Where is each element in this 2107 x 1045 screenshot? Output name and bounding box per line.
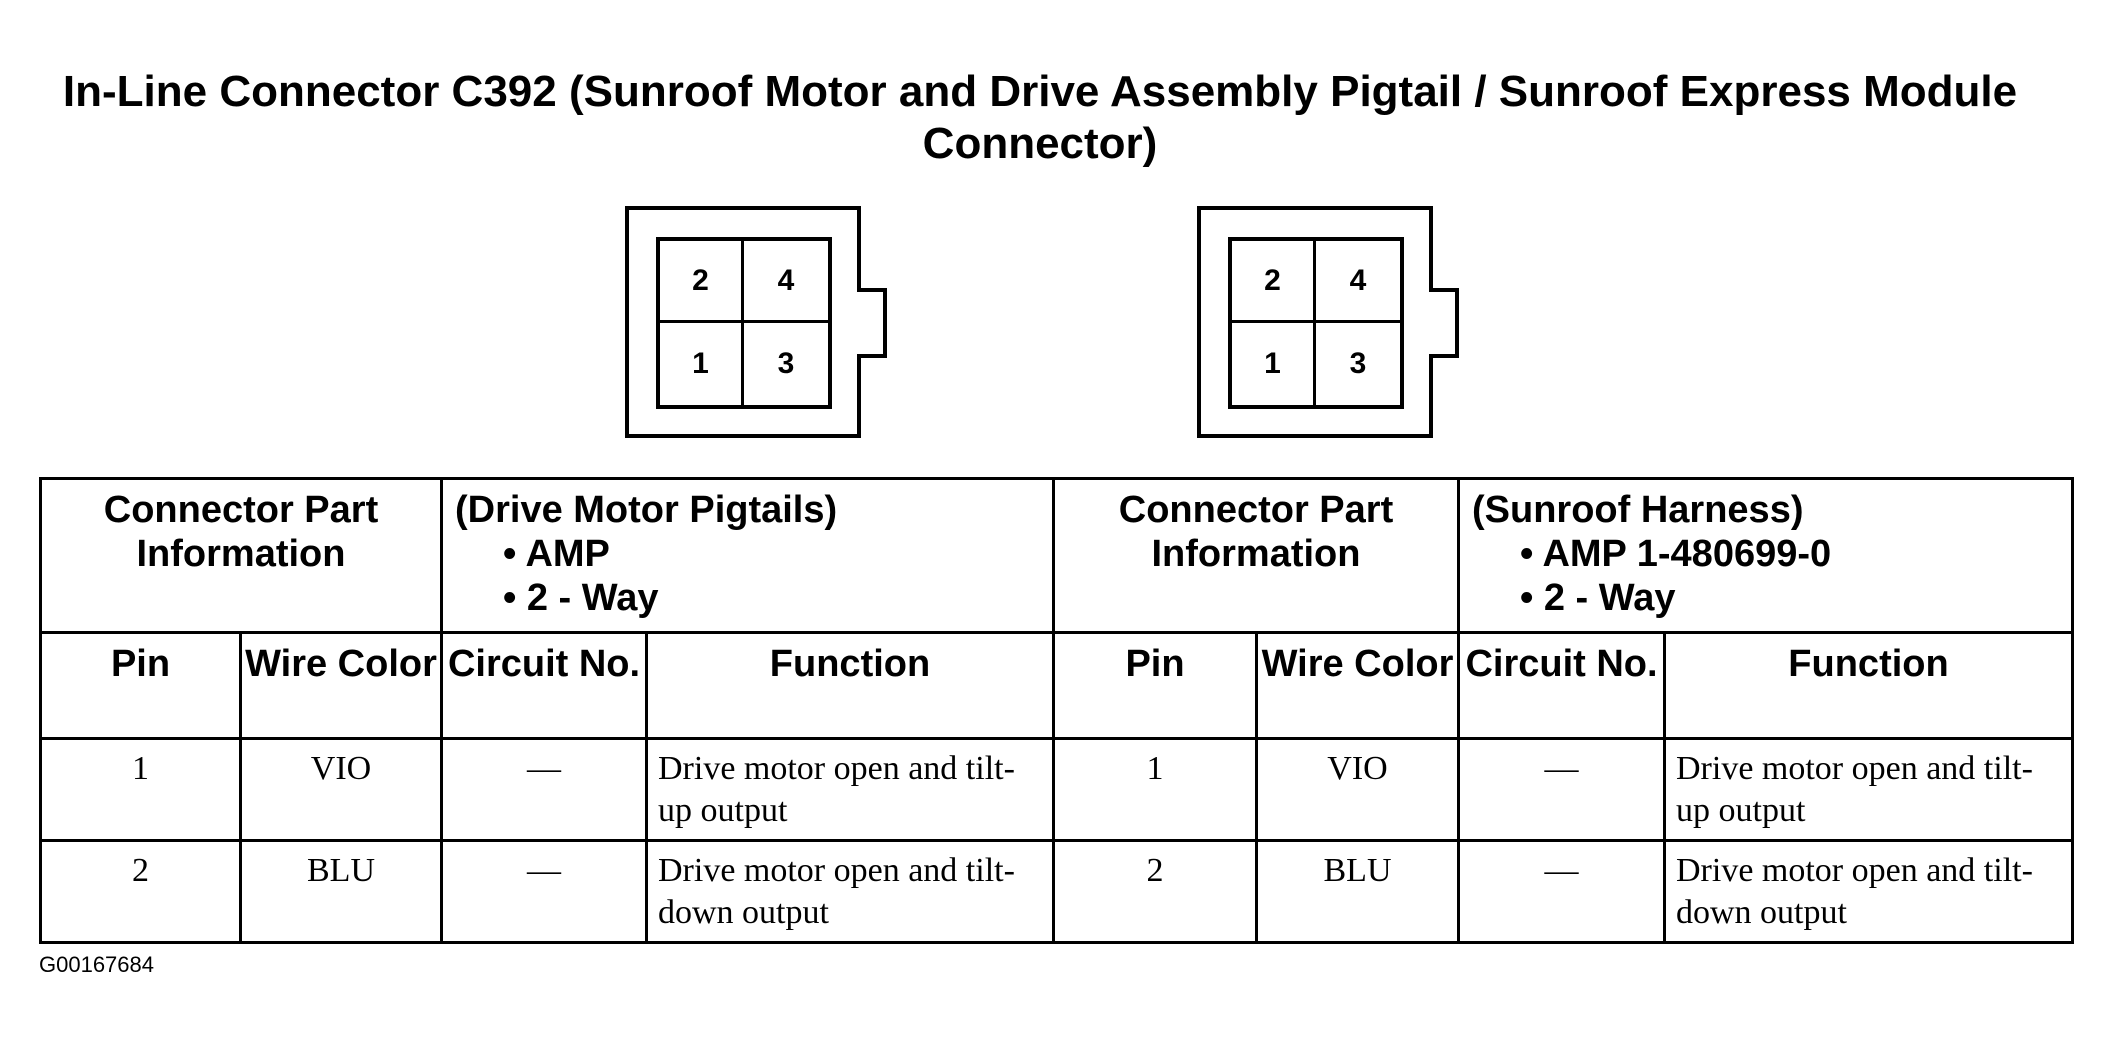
- pin-cavity-1: 1: [660, 323, 744, 405]
- pin-cavity-3: 3: [1349, 347, 1367, 380]
- connector-desc: (Sunroof Harness) • AMP 1-480699-0 • 2 -…: [1460, 480, 2071, 620]
- table-row: 2 BLU — Drive motor open and tilt-down o…: [39, 839, 2074, 944]
- connector-face-left: 2 4 1 3: [625, 206, 887, 438]
- col-header-wire-color: Wire Color: [245, 643, 437, 685]
- table-row: 1 VIO — Drive motor open and tilt-up out…: [39, 737, 2074, 842]
- pinout-table: Connector Part Information (Drive Motor …: [39, 477, 2074, 944]
- figure-id: G00167684: [39, 952, 154, 977]
- connector-desc-title: (Drive Motor Pigtails): [455, 489, 838, 531]
- cell-wire-color: BLU: [1323, 852, 1392, 889]
- col-header-circuit-no: Circuit No.: [447, 643, 641, 685]
- pin-cavity-4: 4: [1316, 241, 1400, 323]
- pin-cavity-grid: 2 4 1 3: [656, 237, 832, 409]
- col-header-pin: Pin: [110, 643, 171, 685]
- cell-circuit: —: [527, 750, 561, 787]
- cell-wire-color: BLU: [307, 852, 375, 889]
- connector-lock-tab: [857, 288, 887, 358]
- col-header-function: Function: [1788, 643, 1949, 685]
- connector-desc-title: (Sunroof Harness): [1472, 489, 1804, 531]
- pin-cavity-2: 2: [1232, 241, 1316, 323]
- part-info-label: Connector Part Information: [1118, 489, 1394, 575]
- right-part-info-cell: Connector Part Information: [1052, 477, 1460, 634]
- cell-pin: 2: [132, 852, 149, 889]
- cell-pin: 2: [1146, 852, 1164, 889]
- connector-desc: (Drive Motor Pigtails) • AMP • 2 - Way: [443, 480, 1052, 620]
- left-connector-desc-cell: (Drive Motor Pigtails) • AMP • 2 - Way: [440, 477, 1055, 634]
- cell-circuit: —: [1544, 750, 1579, 787]
- cell-function: Drive motor open and tilt-down output: [658, 852, 1015, 931]
- col-header-function: Function: [769, 643, 931, 685]
- connector-info-row: Connector Part Information (Drive Motor …: [39, 477, 2074, 634]
- cell-wire-color: VIO: [310, 750, 372, 787]
- connector-desc-bullet: • AMP: [503, 533, 610, 575]
- connector-lock-tab: [1429, 288, 1459, 358]
- column-header-row: Pin Wire Color Circuit No. Function Pin …: [39, 631, 2074, 740]
- col-header-pin: Pin: [1125, 643, 1185, 685]
- cell-function: Drive motor open and tilt-up output: [658, 750, 1015, 829]
- pin-cavity-1: 1: [1232, 323, 1316, 405]
- col-header-circuit-no: Circuit No.: [1465, 643, 1658, 685]
- col-header-wire-color: Wire Color: [1261, 643, 1454, 685]
- cell-circuit: —: [1544, 852, 1579, 889]
- left-part-info-cell: Connector Part Information: [39, 477, 443, 634]
- connector-face-right: 2 4 1 3: [1197, 206, 1459, 438]
- connector-desc-bullet: • AMP 1-480699-0: [1520, 533, 1832, 575]
- right-connector-desc-cell: (Sunroof Harness) • AMP 1-480699-0 • 2 -…: [1457, 477, 2074, 634]
- cell-circuit: —: [527, 852, 561, 889]
- pin-cavity-2: 2: [660, 241, 744, 323]
- connector-desc-bullet: • 2 - Way: [503, 577, 659, 619]
- part-info-label: Connector Part Information: [103, 489, 379, 575]
- cell-function: Drive motor open and tilt-down output: [1676, 852, 2033, 931]
- pin-cavity-4: 4: [744, 241, 828, 323]
- pin-cavity-3: 3: [777, 347, 795, 380]
- pin-cavity-grid: 2 4 1 3: [1228, 237, 1404, 409]
- cell-pin: 1: [132, 750, 149, 787]
- cell-pin: 1: [1146, 750, 1164, 787]
- cell-wire-color: VIO: [1327, 750, 1388, 787]
- connector-desc-bullet: • 2 - Way: [1520, 577, 1676, 619]
- diagram-title: In-Line Connector C392 (Sunroof Motor an…: [62, 67, 2018, 168]
- cell-function: Drive motor open and tilt-up output: [1676, 750, 2033, 829]
